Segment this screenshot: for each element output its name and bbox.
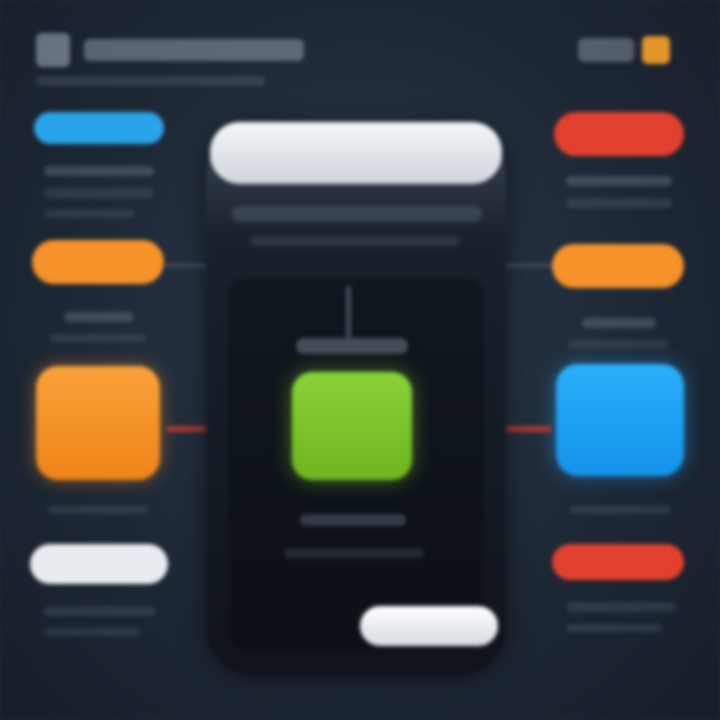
center-node-label [296,338,408,354]
brand-subtitle-blurred [36,76,266,86]
center-vertical-connector [346,286,351,338]
settings-icon[interactable] [642,36,670,64]
phone-header-bar[interactable] [210,122,502,184]
left-blue-caption-3 [44,210,134,218]
left-upper-connector [166,264,210,267]
left-white-caption-2 [44,628,140,636]
right-red-caption-2 [566,198,672,208]
right-red-tag-bottom[interactable] [552,544,684,580]
right-red-caption [566,176,672,186]
right-red-caption-bottom [566,602,676,612]
right-orange-caption [582,318,656,328]
right-orange-tag[interactable] [552,244,684,288]
left-orange-tag[interactable] [32,240,164,284]
center-caption [300,514,406,526]
app-logo-icon [36,33,70,67]
corner-label-blurred [578,38,634,62]
left-square-caption [48,506,148,514]
phone-subheader [232,206,482,222]
left-blue-caption-2 [44,188,154,198]
right-orange-caption-2 [568,340,668,348]
brand-header [36,30,326,70]
left-white-caption [44,606,156,616]
left-blue-caption [44,166,154,176]
left-white-tag[interactable] [30,544,168,584]
right-blue-square[interactable] [556,364,684,476]
left-orange-square[interactable] [36,366,160,480]
right-red-tag[interactable] [554,112,684,156]
left-orange-caption [64,312,134,322]
corner-controls [578,32,678,68]
left-blue-tag[interactable] [34,112,164,144]
left-orange-caption-2 [50,334,146,342]
right-upper-connector [504,264,552,267]
brand-title-blurred [84,39,304,61]
right-square-caption [570,506,670,514]
right-red-caption-bottom-2 [566,624,662,632]
center-caption-2 [284,548,424,558]
phone-action-button[interactable] [360,606,498,646]
center-green-square[interactable] [292,372,412,480]
phone-subheader-2 [250,236,460,246]
